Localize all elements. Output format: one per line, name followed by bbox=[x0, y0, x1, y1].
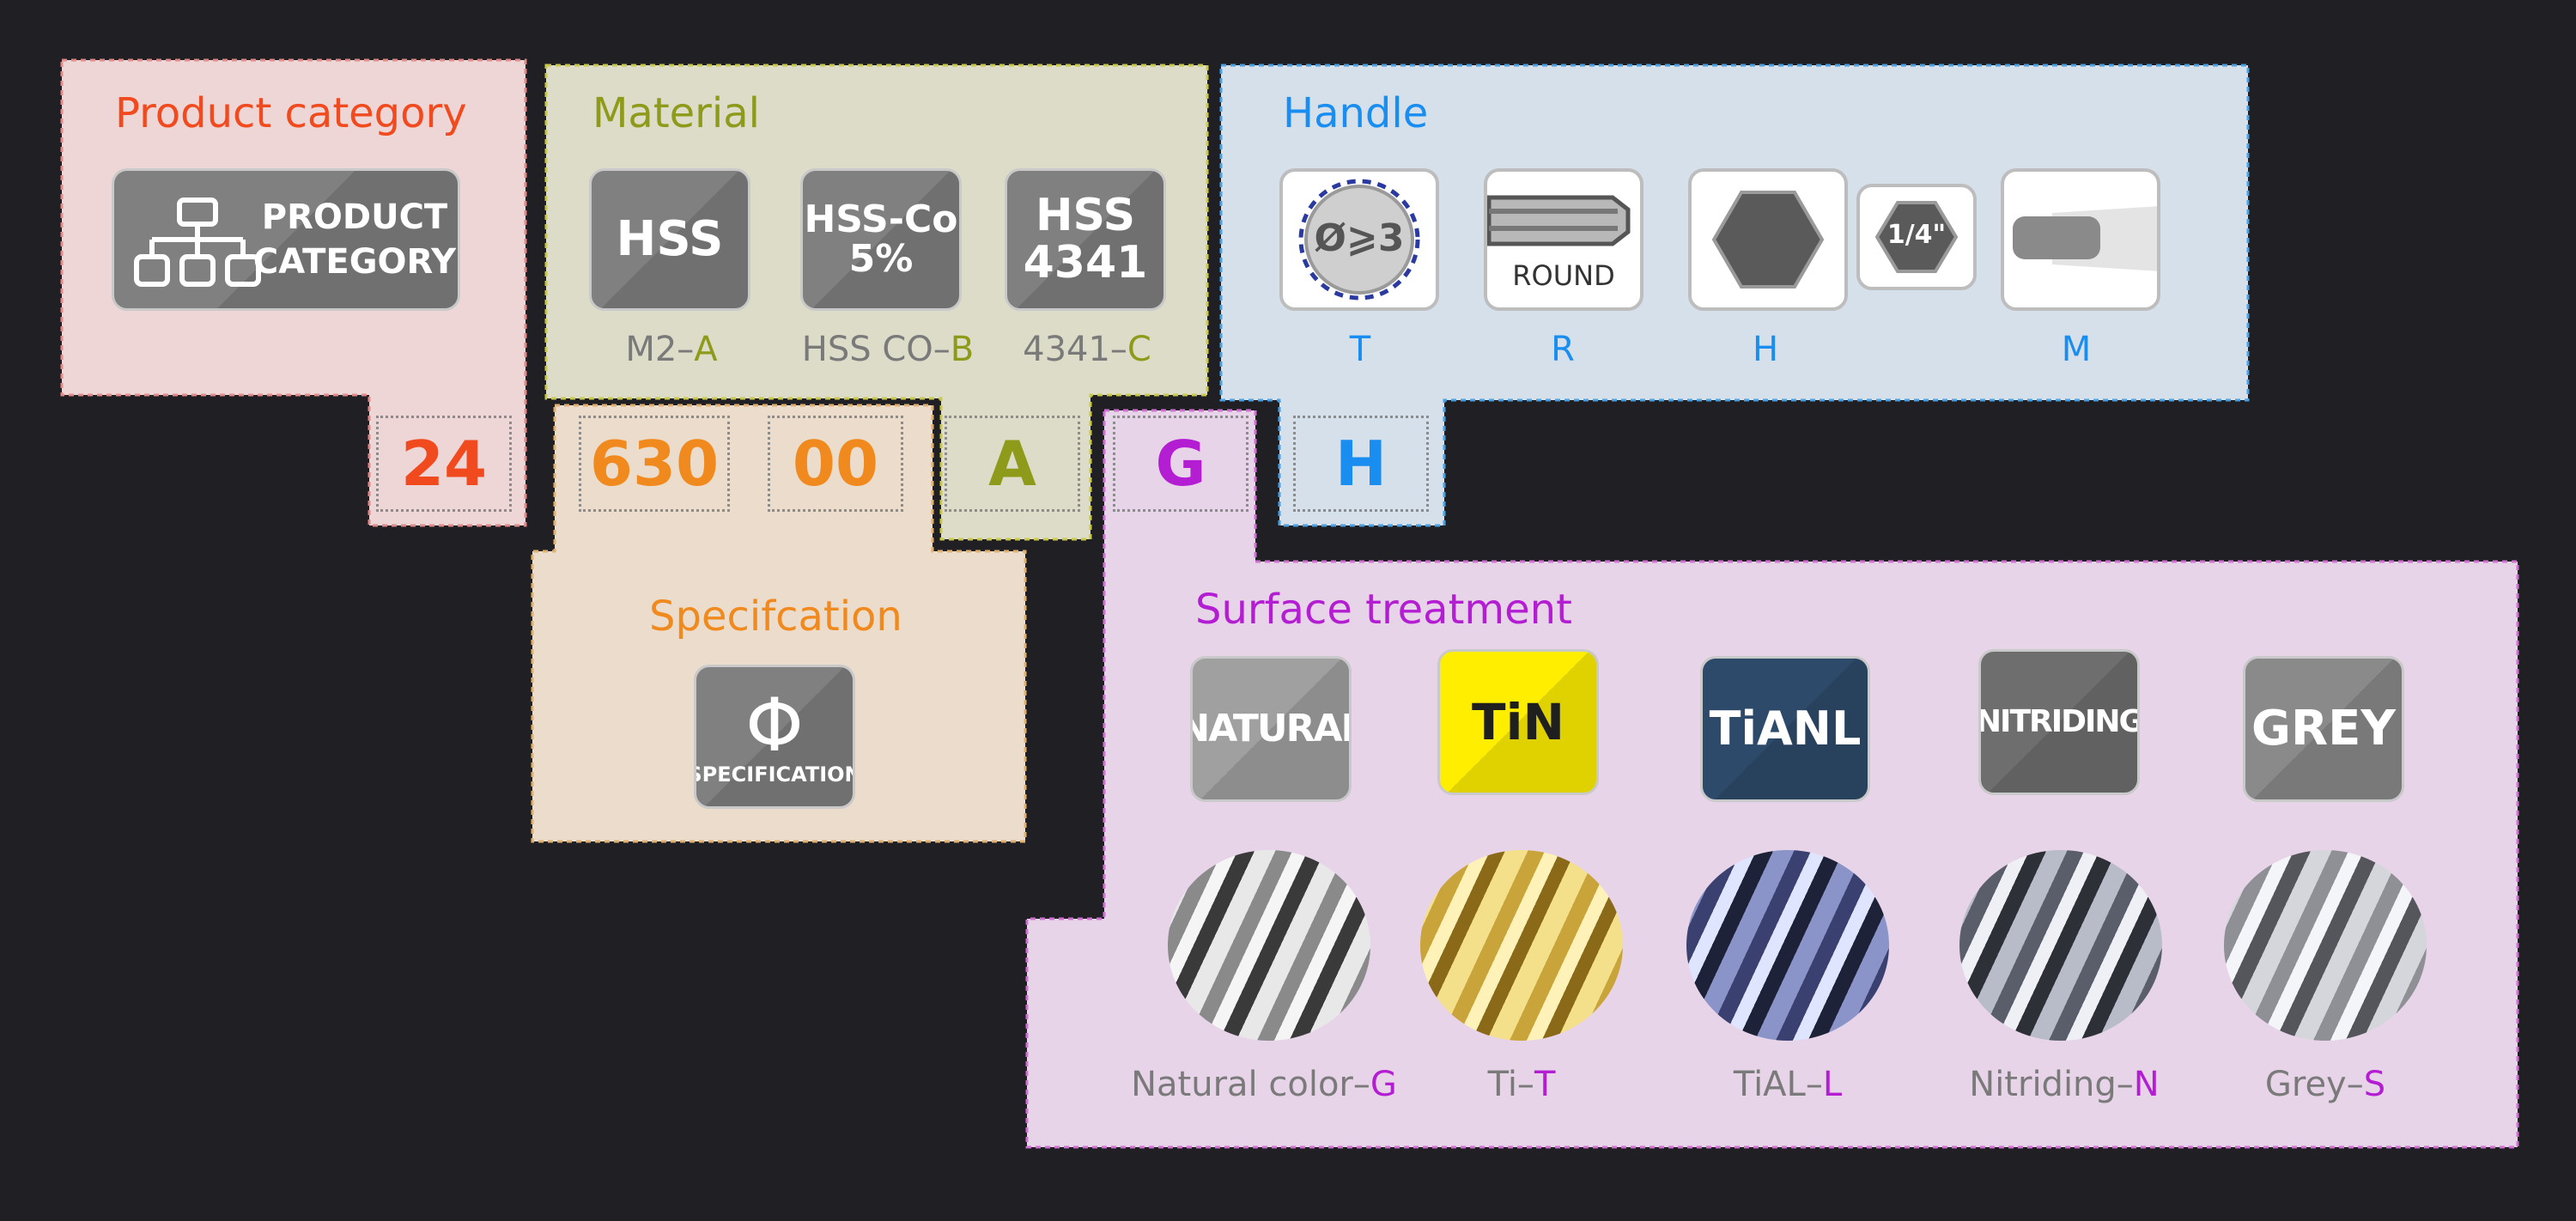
specification-tile[interactable]: Φ SPECIFICATION bbox=[694, 665, 855, 809]
surface-tile-natural[interactable]: NATURAL bbox=[1190, 656, 1352, 802]
material-tile-hss-4341[interactable]: HSS 4341 bbox=[1005, 168, 1166, 311]
cylinder-shank-icon bbox=[1298, 179, 1420, 301]
material-label-b: HSS CO–B bbox=[801, 330, 975, 369]
product-tile-line1: PRODUCT bbox=[261, 197, 448, 237]
surface-label-grey: Grey–S bbox=[2264, 1065, 2386, 1104]
specification-title: Specifcation bbox=[649, 592, 902, 641]
handle-quarter-text: 1/4" bbox=[1886, 220, 1947, 250]
handle-tile-r[interactable]: ROUND bbox=[1484, 168, 1643, 311]
hex-quarter-inch-icon bbox=[1874, 201, 1959, 273]
surface-tile-tianl[interactable]: TiANL bbox=[1700, 656, 1870, 802]
code-surface: G bbox=[1113, 416, 1249, 512]
product-category-tile[interactable]: PRODUCT CATEGORY bbox=[112, 168, 460, 311]
phi-icon: Φ bbox=[745, 683, 804, 769]
surface-sample-natural bbox=[1168, 850, 1370, 1041]
m-shank-icon bbox=[2013, 206, 2157, 271]
product-category-title: Product category bbox=[115, 89, 467, 137]
handle-tile-quarter[interactable]: 1/4" bbox=[1856, 184, 1977, 290]
handle-code-h: H bbox=[1752, 330, 1779, 369]
handle-code-t: T bbox=[1349, 330, 1371, 369]
surface-label-nitriding: Nitriding–N bbox=[1969, 1065, 2160, 1104]
surface-tile-tin[interactable]: TiN bbox=[1437, 649, 1599, 795]
handle-code-m: M bbox=[2061, 330, 2092, 369]
surface-tile-nitriding[interactable]: NITRIDING bbox=[1978, 649, 2140, 795]
surface-treatment-title: Surface treatment bbox=[1195, 586, 1572, 634]
code-spec-1: 630 bbox=[579, 416, 730, 512]
code-material: A bbox=[945, 416, 1080, 512]
surface-label-ti: Ti–T bbox=[1487, 1065, 1556, 1104]
surface-label-natural: Natural color–G bbox=[1131, 1065, 1397, 1104]
code-handle: H bbox=[1293, 416, 1429, 512]
surface-sample-tial bbox=[1686, 850, 1889, 1041]
material-tile-hss[interactable]: HSS bbox=[589, 168, 750, 311]
handle-r-text: ROUND bbox=[1512, 259, 1615, 292]
handle-title: Handle bbox=[1283, 89, 1429, 137]
handle-tile-h[interactable] bbox=[1688, 168, 1848, 311]
hex-shank-icon bbox=[1711, 191, 1825, 289]
handle-tile-m[interactable] bbox=[2001, 168, 2160, 311]
surface-sample-nitriding bbox=[1959, 850, 2162, 1041]
material-label-a: M2–A bbox=[625, 330, 718, 369]
material-label-c: 4341–C bbox=[1023, 330, 1151, 369]
surface-sample-grey bbox=[2224, 850, 2427, 1041]
specification-tile-text: SPECIFICATION bbox=[694, 762, 855, 787]
surface-label-tial: TiAL–L bbox=[1733, 1065, 1843, 1104]
code-product: 24 bbox=[376, 416, 512, 512]
handle-code-r: R bbox=[1551, 330, 1575, 369]
surface-sample-tin bbox=[1420, 850, 1623, 1041]
round-shank-icon bbox=[1487, 195, 1631, 246]
material-tile-hss-co[interactable]: HSS-Co 5% bbox=[800, 168, 962, 311]
hierarchy-icon bbox=[134, 197, 261, 287]
material-title: Material bbox=[592, 89, 760, 137]
code-spec-2: 00 bbox=[768, 416, 903, 512]
product-tile-line2: CATEGORY bbox=[252, 242, 457, 282]
handle-t-text: Ø⩾3 bbox=[1314, 216, 1405, 260]
handle-tile-t[interactable]: Ø⩾3 bbox=[1279, 168, 1439, 311]
surface-tile-grey[interactable]: GREY bbox=[2243, 656, 2404, 802]
